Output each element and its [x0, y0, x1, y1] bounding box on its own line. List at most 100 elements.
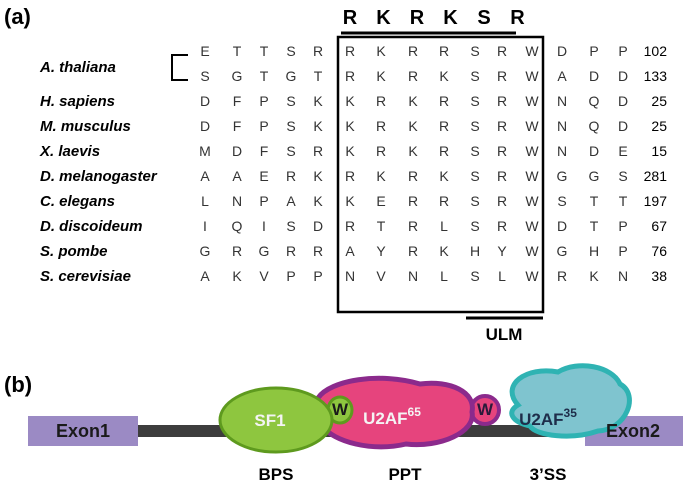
residue: W — [525, 243, 539, 259]
residue: R — [408, 168, 418, 184]
residue: T — [619, 193, 628, 209]
residue: Q — [589, 93, 600, 109]
residue: K — [345, 193, 355, 209]
residue: N — [345, 268, 355, 284]
residue: P — [589, 43, 598, 59]
residue: K — [313, 168, 323, 184]
residue: S — [470, 93, 479, 109]
residue: L — [440, 218, 448, 234]
motif-residue: R — [510, 7, 525, 29]
residue: W — [525, 93, 539, 109]
residue: W — [525, 268, 539, 284]
residue: G — [286, 68, 297, 84]
residue: D — [232, 143, 242, 159]
residue: R — [557, 268, 567, 284]
residue: K — [439, 68, 449, 84]
residue: W — [525, 43, 539, 59]
residue: V — [376, 268, 386, 284]
motif-residue: R — [410, 7, 425, 29]
residue: T — [260, 68, 269, 84]
residue: P — [618, 43, 627, 59]
residue: T — [260, 43, 269, 59]
residue: Q — [232, 218, 243, 234]
residue: P — [618, 243, 627, 259]
residue: H — [470, 243, 480, 259]
residue: R — [313, 143, 323, 159]
residue: N — [557, 143, 567, 159]
species-name: A. thaliana — [39, 59, 116, 76]
residue-position: 102 — [644, 43, 668, 59]
species-name: S. cerevisiae — [40, 268, 131, 285]
residue: R — [345, 168, 355, 184]
residue: W — [525, 193, 539, 209]
exon1-box — [28, 416, 138, 446]
residue: K — [345, 143, 355, 159]
sf1-protein — [218, 386, 334, 454]
residue: Y — [497, 243, 507, 259]
site-ppt: PPT — [388, 465, 422, 484]
exon1-label: Exon1 — [56, 421, 110, 441]
residue: R — [439, 118, 449, 134]
residue: E — [259, 168, 268, 184]
residue: S — [470, 268, 479, 284]
residue: S — [286, 43, 295, 59]
residue: A — [232, 168, 242, 184]
residue: R — [313, 43, 323, 59]
residue: R — [497, 118, 507, 134]
residue: K — [345, 118, 355, 134]
paralog-bracket — [171, 54, 188, 81]
residue: S — [470, 218, 479, 234]
residue: P — [259, 193, 268, 209]
motif-residue: K — [443, 7, 458, 29]
residue-position: 67 — [651, 218, 667, 234]
residue: S — [470, 193, 479, 209]
w-label-u2af65: W — [477, 400, 494, 419]
residue: R — [408, 218, 418, 234]
residue: R — [408, 68, 418, 84]
residue-position: 25 — [651, 93, 667, 109]
residue-position: 197 — [644, 193, 668, 209]
residue: T — [590, 218, 599, 234]
residue: P — [313, 268, 322, 284]
residue: F — [260, 143, 269, 159]
residue: L — [440, 268, 448, 284]
residue: E — [200, 43, 209, 59]
residue: S — [286, 118, 295, 134]
residue: K — [345, 93, 355, 109]
residue: P — [259, 118, 268, 134]
residue: R — [439, 193, 449, 209]
residue: R — [376, 93, 386, 109]
residue: Y — [376, 243, 386, 259]
residue: K — [439, 243, 449, 259]
residue: R — [408, 193, 418, 209]
residue: R — [497, 93, 507, 109]
residue-position: 25 — [651, 118, 667, 134]
species-name: C. elegans — [40, 193, 115, 210]
residue: P — [618, 218, 627, 234]
residue: D — [200, 93, 210, 109]
u2af35-protein — [509, 363, 632, 439]
residue: D — [589, 68, 599, 84]
residue-position: 133 — [644, 68, 668, 84]
residue: W — [525, 168, 539, 184]
residue: M — [199, 143, 211, 159]
residue: K — [439, 168, 449, 184]
species-name: S. pombe — [40, 243, 108, 260]
residue: G — [557, 243, 568, 259]
residue: L — [498, 268, 506, 284]
residue: K — [408, 118, 418, 134]
residue: S — [470, 168, 479, 184]
residue: G — [200, 243, 211, 259]
residue: Q — [589, 118, 600, 134]
residue: G — [589, 168, 600, 184]
residue: W — [525, 218, 539, 234]
motif-residue: S — [477, 7, 490, 29]
u2af35-label: U2AF35 — [519, 406, 577, 429]
residue: K — [313, 193, 323, 209]
residue: T — [590, 193, 599, 209]
residue: R — [439, 43, 449, 59]
residue: W — [525, 68, 539, 84]
residue: R — [497, 143, 507, 159]
alignment-box — [336, 35, 545, 314]
